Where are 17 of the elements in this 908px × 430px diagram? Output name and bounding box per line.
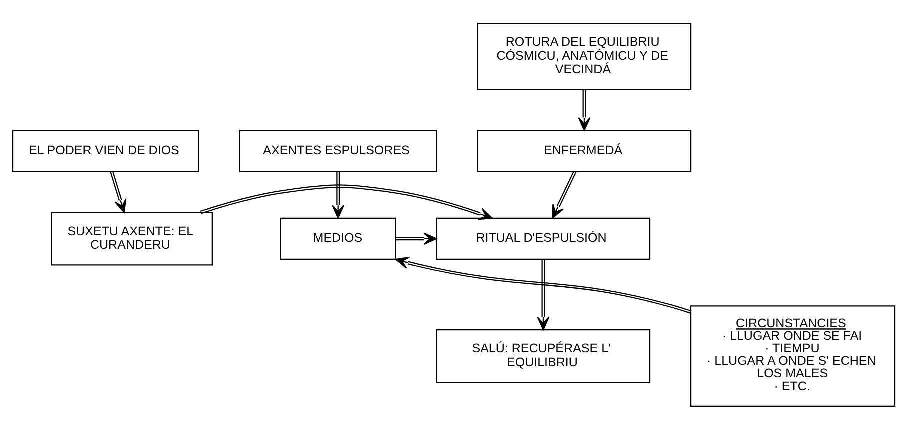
arrow bbox=[578, 90, 591, 132]
node-box: AXENTES ESPULSORES bbox=[239, 130, 438, 172]
arrow bbox=[332, 172, 345, 219]
node-box: MEDIOS bbox=[280, 218, 396, 260]
arrow bbox=[396, 232, 438, 246]
arrow bbox=[110, 171, 127, 214]
node-box: EL PODER VIEN DE DIOS bbox=[12, 130, 200, 172]
arrow bbox=[552, 170, 577, 219]
node-box: SALÚ: RECUPÉRASE L' EQUILIBRIU bbox=[436, 330, 651, 384]
node-box: SUXETU AXENTE: EL CURANDERU bbox=[51, 212, 213, 266]
node-box: CIRCUNSTANCIES · LLUGAR ONDE SE FAI · TIEMPU · LLUGAR A ONDE S' ECHEN LOS MALES · ETC. bbox=[690, 306, 896, 407]
arrow bbox=[200, 184, 493, 220]
arrow bbox=[395, 256, 692, 314]
node-box: ENFERMEDÁ bbox=[477, 130, 692, 172]
node-box: RITUAL D'ESPULSIÓN bbox=[436, 218, 651, 260]
arrow bbox=[537, 260, 550, 330]
node-box: ROTURA DEL EQUILIBRIU CÓSMICU, ANATÓMICU Y DE VECINDÁ bbox=[477, 23, 692, 90]
